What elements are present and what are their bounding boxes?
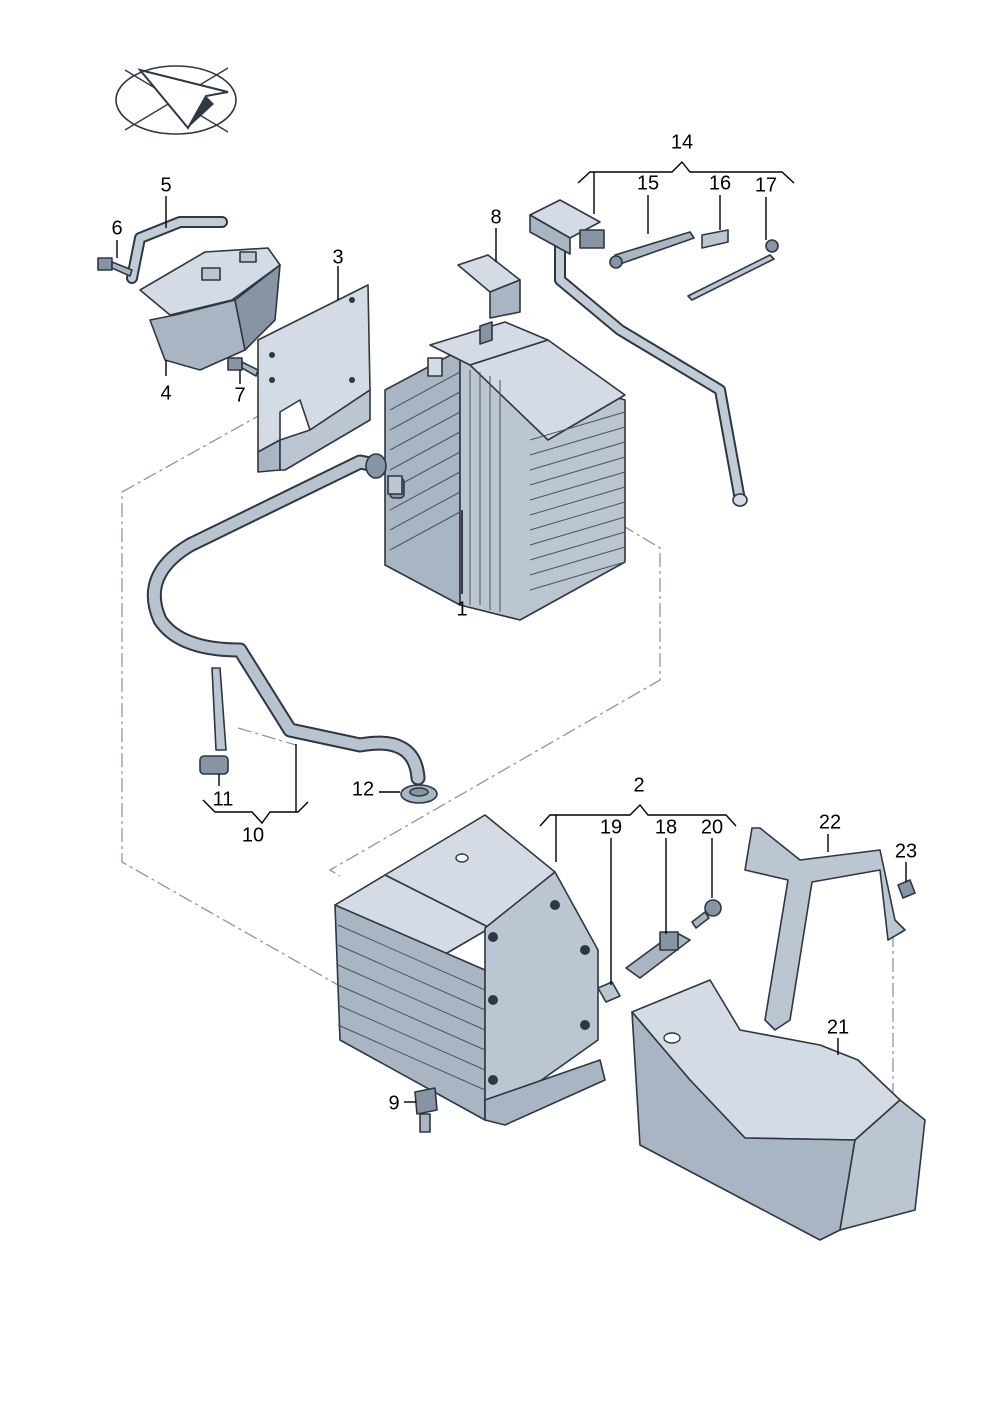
callout-10: 10 — [242, 824, 264, 846]
bracket-cover — [139, 247, 281, 371]
grommet — [400, 784, 438, 804]
bolt-9 — [414, 1087, 438, 1133]
battery-cable — [529, 199, 748, 507]
terminal-cover — [457, 254, 521, 319]
nut-19 — [597, 981, 621, 1003]
orientation-arrow-icon — [115, 65, 237, 135]
callout-9: 9 — [388, 1092, 399, 1114]
clip-15 — [609, 231, 695, 269]
callout-3: 3 — [332, 246, 343, 268]
support-bracket — [744, 827, 906, 1031]
retaining-strap — [126, 216, 228, 284]
callout-12: 12 — [352, 778, 374, 800]
callout-1: 1 — [456, 598, 467, 620]
callout-19: 19 — [600, 816, 622, 838]
cable-tie — [199, 667, 229, 775]
callout-11: 11 — [213, 788, 234, 810]
mounting-plate — [257, 284, 371, 473]
callout-15: 15 — [637, 172, 659, 194]
callout-21: 21 — [827, 1016, 849, 1038]
battery-cover — [631, 979, 926, 1241]
callout-2: 2 — [633, 774, 644, 796]
battery — [384, 321, 626, 621]
callout-17: 17 — [755, 174, 777, 196]
callout-labels: 1 2 3 4 5 6 7 8 9 10 11 12 14 15 16 17 1… — [111, 131, 917, 1114]
callout-23: 23 — [895, 840, 917, 862]
vent-hose — [146, 453, 426, 786]
callout-8: 8 — [490, 206, 501, 228]
callout-6: 6 — [111, 217, 122, 239]
bolt-7 — [227, 357, 259, 377]
callout-5: 5 — [160, 174, 171, 196]
callout-20: 20 — [701, 816, 723, 838]
tie-17 — [687, 239, 779, 301]
callout-7: 7 — [234, 384, 245, 406]
callout-4: 4 — [160, 382, 171, 404]
callout-22: 22 — [819, 811, 841, 833]
bolt-20 — [691, 899, 722, 929]
leader-lines — [116, 160, 907, 1103]
callout-18: 18 — [655, 816, 677, 838]
clip-16 — [701, 229, 729, 249]
bolt-6 — [97, 257, 133, 277]
callout-14: 14 — [671, 131, 693, 153]
bracket-18 — [625, 931, 691, 979]
callout-16: 16 — [709, 172, 731, 194]
nut-23 — [897, 879, 916, 899]
battery-tray — [334, 814, 606, 1126]
